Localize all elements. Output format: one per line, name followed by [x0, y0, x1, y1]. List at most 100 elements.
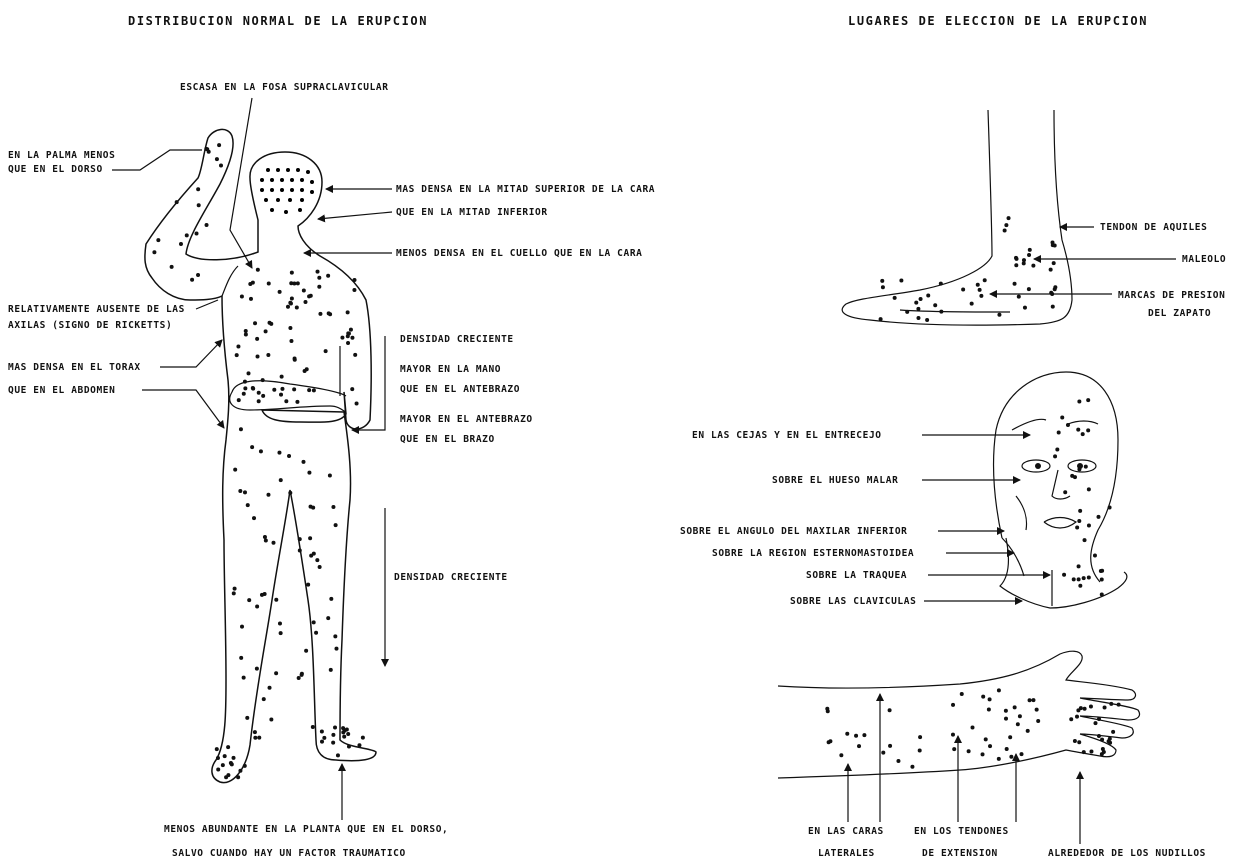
rash-dot — [1027, 253, 1031, 257]
rash-dot — [329, 597, 333, 601]
rash-dot — [205, 147, 209, 151]
rash-dot — [316, 270, 320, 274]
rash-dot — [268, 321, 272, 325]
rash-dot — [857, 744, 861, 748]
rash-dot — [1026, 729, 1030, 733]
rash-dot — [839, 753, 843, 757]
rash-dot — [1004, 717, 1008, 721]
rash-dot — [910, 765, 914, 769]
rash-dot — [263, 535, 267, 539]
rash-dot — [298, 549, 302, 553]
rash-dot — [322, 736, 326, 740]
rash-dot — [279, 393, 283, 397]
rash-dot — [1100, 569, 1104, 573]
rash-dot — [1078, 509, 1082, 513]
rash-dot — [251, 281, 255, 285]
label-tendons-1: EN LOS TENDONES — [914, 826, 1009, 837]
rash-dot — [298, 537, 302, 541]
rash-dot — [311, 506, 315, 510]
rash-dot — [1004, 223, 1008, 227]
rash-dot — [239, 427, 243, 431]
rash-dot — [1023, 306, 1027, 310]
rash-dot — [238, 489, 242, 493]
rash-dot — [244, 333, 248, 337]
rash-dot — [309, 554, 313, 558]
rash-dot — [289, 339, 293, 343]
rash-dot — [979, 294, 983, 298]
rash-dot — [862, 733, 866, 737]
rash-dot — [195, 232, 199, 236]
rash-dot — [266, 493, 270, 497]
rash-dot — [1081, 432, 1085, 436]
rash-dot — [328, 474, 332, 478]
label-achilles: TENDON DE AQUILES — [1100, 222, 1207, 233]
rash-dot — [256, 355, 260, 359]
rash-dot — [237, 398, 241, 402]
rash-dot — [983, 278, 987, 282]
label-palm-2: QUE EN EL DORSO — [8, 164, 103, 175]
rash-dot — [1111, 730, 1115, 734]
rash-dot — [1093, 721, 1097, 725]
rash-dot — [1108, 505, 1112, 509]
rash-dot — [280, 375, 284, 379]
rash-dot — [290, 297, 294, 301]
rash-dot — [1100, 592, 1104, 596]
label-lateral-2: LATERALES — [818, 848, 875, 859]
rash-dot — [250, 445, 254, 449]
rash-dot — [1077, 519, 1081, 523]
rash-dot — [264, 329, 268, 333]
rash-dot — [272, 388, 276, 392]
nose — [1052, 470, 1070, 499]
rash-dot — [1087, 524, 1091, 528]
rash-dot — [243, 380, 247, 384]
rash-dot — [960, 692, 964, 696]
rash-dot — [247, 371, 251, 375]
label-shoe-2: DEL ZAPATO — [1148, 308, 1211, 319]
rash-dot — [1015, 257, 1019, 261]
rash-dot — [1007, 216, 1011, 220]
rash-dot — [997, 313, 1001, 317]
rash-dot — [238, 769, 242, 773]
rash-dot — [1117, 703, 1121, 707]
rash-dot — [333, 634, 337, 638]
rash-dot — [244, 329, 248, 333]
label-thorax-2: QUE EN EL ABDOMEN — [8, 385, 115, 396]
rash-dot — [259, 449, 263, 453]
rash-dot — [274, 598, 278, 602]
rash-dot — [324, 349, 328, 353]
rash-dot — [235, 353, 239, 357]
rash-dot — [1082, 750, 1086, 754]
label-axilla-1: RELATIVAMENTE AUSENTE DE LAS — [8, 304, 185, 315]
rash-dot — [350, 336, 354, 340]
rash-dot — [1096, 515, 1100, 519]
rash-dot — [243, 490, 247, 494]
rash-dot — [933, 303, 937, 307]
label-thorax-1: MAS DENSA EN EL TORAX — [8, 362, 141, 373]
rash-dot — [1051, 305, 1055, 309]
rash-dot — [278, 290, 282, 294]
rash-dot — [253, 736, 257, 740]
rash-dot — [352, 288, 356, 292]
label-lateral-1: EN LAS CARAS — [808, 826, 884, 837]
rash-dot — [357, 743, 361, 747]
foot-sole-line — [900, 310, 1010, 312]
rash-dot — [1052, 261, 1056, 265]
rash-dot — [939, 282, 943, 286]
rash-dot — [881, 285, 885, 289]
label-malleolus: MALEOLO — [1182, 254, 1226, 265]
leader-thorax — [160, 340, 222, 367]
leader-axilla — [196, 300, 218, 309]
rash-dot — [346, 341, 350, 345]
rash-dot — [307, 388, 311, 392]
foot-figure — [842, 110, 1072, 325]
rash-dot — [984, 737, 988, 741]
rash-dot — [1084, 465, 1088, 469]
body-outline — [145, 129, 376, 782]
rash-dot — [1017, 295, 1021, 299]
rash-dot — [251, 386, 255, 390]
rash-dot — [1008, 735, 1012, 739]
rash-dot — [951, 703, 955, 707]
label-trachea: SOBRE LA TRAQUEA — [806, 570, 907, 581]
rash-dot — [279, 478, 283, 482]
